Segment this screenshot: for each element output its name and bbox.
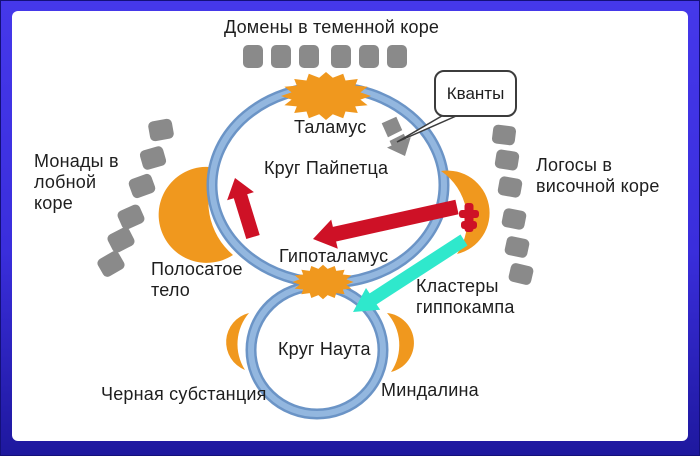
thalamus-label: Таламус: [294, 117, 367, 137]
temporal-cortex-label: Логосы в височной коре: [536, 155, 660, 197]
parietal-clusters: [243, 45, 407, 68]
cyan-arrow: [353, 234, 468, 312]
frontal-cortex-line1: Монады в: [34, 151, 119, 171]
cluster-square: [504, 236, 530, 258]
cluster-square: [148, 118, 174, 142]
cluster-square: [299, 45, 319, 68]
cluster-square: [243, 45, 263, 68]
nauta-circle-label: Круг Наута: [278, 339, 371, 359]
hippocampus-clusters-label: Кластеры гиппокампа: [416, 276, 515, 318]
cluster-square: [494, 149, 520, 171]
striatum-line1: Полосатое: [151, 259, 243, 279]
hypothalamus-label: Гипоталамус: [279, 246, 389, 266]
hippocampus-clusters-line2: гиппокампа: [416, 297, 515, 317]
cluster-square: [497, 176, 523, 198]
gear-horizontal-bar: [459, 210, 479, 218]
cluster-square: [501, 208, 527, 230]
quanta-callout: Кванты: [434, 70, 517, 117]
cluster-square: [117, 204, 145, 230]
hypothalamus-starburst: [292, 264, 354, 300]
callout-tail-slash: [382, 125, 414, 144]
cluster-square: [97, 251, 125, 277]
hippocampus-clusters-line1: Кластеры: [416, 276, 499, 296]
temporal-cortex-line1: Логосы в: [536, 155, 613, 175]
frontal-cortex-label: Монады в лобной коре: [34, 151, 119, 214]
red-up-arrow: [227, 178, 260, 239]
cluster-square: [492, 124, 516, 146]
red-gear-icon: [459, 203, 479, 232]
cluster-square: [331, 45, 351, 68]
striatum-label: Полосатое тело: [151, 259, 243, 301]
temporal-clusters: [492, 124, 534, 285]
cluster-square: [508, 263, 534, 285]
frontal-cortex-line2: лобной: [34, 172, 97, 192]
gear-lower-bar: [461, 221, 477, 229]
thalamus-starburst: [281, 72, 371, 120]
frontal-clusters: [97, 118, 174, 277]
parietal-cortex-label: Домены в теменной коре: [224, 17, 440, 37]
cluster-square: [107, 227, 135, 253]
hippocampus-crescent: [441, 170, 490, 254]
cluster-square: [128, 173, 156, 199]
substantia-nigra-label: Черная субстанция: [101, 384, 267, 404]
temporal-cortex-line2: височной коре: [536, 176, 660, 196]
cluster-square: [139, 146, 167, 170]
papez-circle-label: Круг Пайпетца: [264, 158, 389, 178]
striatum-crescent: [158, 166, 233, 263]
substantia-nigra-crescent: [226, 313, 249, 370]
amygdala-crescent: [387, 313, 414, 372]
cluster-square: [271, 45, 291, 68]
striatum-line2: тело: [151, 280, 190, 300]
cluster-square: [387, 45, 407, 68]
cluster-square: [359, 45, 379, 68]
red-left-arrow: [313, 199, 459, 249]
amygdala-label: Миндалина: [381, 380, 479, 400]
quanta-callout-label: Кванты: [446, 83, 505, 103]
frontal-cortex-line3: коре: [34, 193, 73, 213]
